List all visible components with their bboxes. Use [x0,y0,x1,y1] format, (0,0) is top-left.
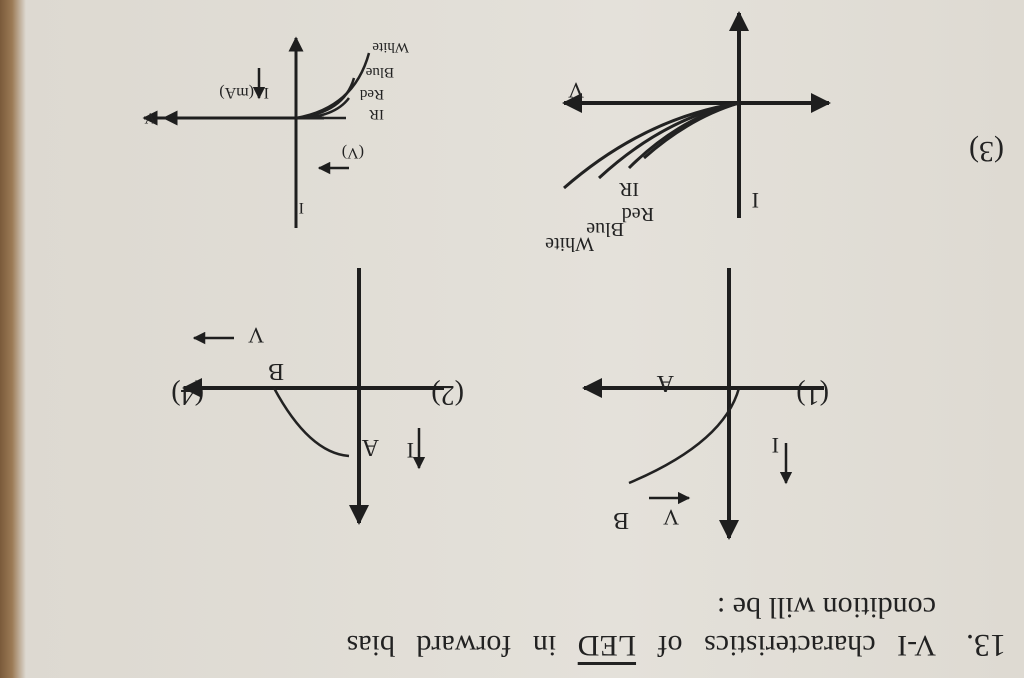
option-3-graph[interactable]: IR Red Blue White V I [545,11,831,255]
option-1-graph[interactable]: A B V I [582,268,824,540]
option-4-graph[interactable]: IR Red Blue White V (V) I I (mA) [142,36,409,228]
v-axis-label: V [568,78,584,103]
i-axis-label-lower: I [299,199,304,216]
point-b-label: B [613,507,629,533]
i-axis-label: I [772,433,779,458]
i-axis-label: I [407,438,414,463]
v-axis-label: V [663,505,679,530]
curve-label: Blue [365,64,394,80]
curve-ir [643,101,740,160]
vi-curve [272,387,350,458]
v-unit-label: (V) [342,144,364,161]
curve-label: Blue [586,218,624,240]
option-2-graph[interactable]: A B V I [182,268,444,525]
v-axis-label: V [144,109,156,126]
curve-label: IR [618,178,639,200]
point-a-label: A [656,370,674,396]
point-b-label: B [268,358,284,384]
curve-label: IR [369,106,384,122]
curve-label: Red [622,203,654,225]
curve-label: White [372,39,409,55]
i-axis-label: I [752,188,759,213]
point-a-label: A [361,434,379,460]
v-axis-label: V [248,323,264,348]
curve-blue [295,77,356,120]
curve-blue [597,101,740,180]
curve-white [295,52,371,120]
vi-curve [628,387,741,485]
i-axis-label: I [264,84,269,101]
curve-label: Red [359,86,384,102]
curve-white [563,101,740,190]
curve-label: White [545,233,594,255]
i-unit-label: (mA) [219,84,254,101]
